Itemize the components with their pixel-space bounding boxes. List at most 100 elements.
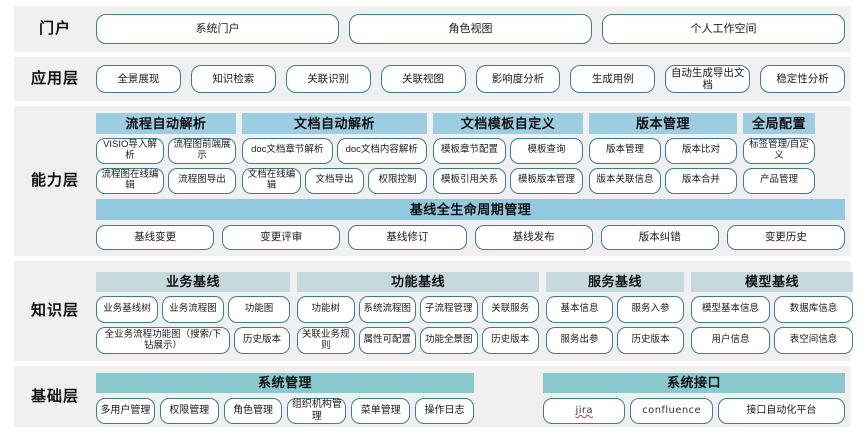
app-item-relation-recognition[interactable]: 关联识别 — [285, 65, 371, 93]
cap-item-version-management[interactable]: 版本管理 — [589, 137, 661, 164]
infra-item-operation-log[interactable]: 操作日志 — [415, 397, 474, 424]
baseline-item-release[interactable]: 基线发布 — [474, 224, 593, 250]
capability-group-doc-parsing: 文档自动解析 doc文档章节解析 doc文档内容解析 文档在线编辑 文档导出 权… — [242, 112, 427, 194]
cap-item-flowchart-export[interactable]: 流程图导出 — [168, 167, 236, 194]
cap-item-flowchart-online-edit[interactable]: 流程图在线编辑 — [96, 167, 164, 194]
layer-body-knowledge: 业务基线 业务基线树 业务流程图 功能图 全业务流程功能图（搜索/下钻展示） 历… — [96, 268, 859, 354]
portal-item-role-view[interactable]: 角色视图 — [349, 14, 592, 44]
know-item-service-output-params[interactable]: 服务出参 — [546, 327, 613, 354]
layer-label-portal: 门户 — [38, 20, 71, 37]
capability-groups: 流程自动解析 VISIO导入解析 流程图前端展示 流程图在线编辑 流程图导出 — [96, 112, 845, 194]
infra-item-permission-management[interactable]: 权限管理 — [159, 397, 219, 424]
know-item-system-flowchart[interactable]: 系统流程图 — [358, 296, 416, 323]
cap-item-version-relation-info[interactable]: 版本关联信息 — [589, 167, 661, 194]
layer-application: 应用层 全景展现 知识检索 关联识别 关联视图 影响度分析 生成用例 自动生成导… — [14, 57, 851, 101]
cap-item-visio-import-parse[interactable]: VISIO导入解析 — [96, 137, 164, 164]
cap-item-template-version-mgmt[interactable]: 模板版本管理 — [510, 167, 583, 194]
app-item-knowledge-search[interactable]: 知识检索 — [190, 65, 276, 93]
cap-item-doc-content-parse[interactable]: doc文档内容解析 — [336, 137, 427, 164]
know-item-subprocess-management[interactable]: 子流程管理 — [420, 296, 478, 323]
group-row: doc文档章节解析 doc文档内容解析 — [242, 137, 427, 164]
group-rows-version-mgmt: 版本管理 版本比对 版本关联信息 版本合并 — [589, 137, 737, 194]
group-row: 模型基本信息 数据库信息 — [691, 296, 853, 323]
knowledge-group-business-baseline: 业务基线 业务基线树 业务流程图 功能图 全业务流程功能图（搜索/下钻展示） 历… — [96, 272, 290, 354]
app-item-impact-analysis[interactable]: 影响度分析 — [475, 65, 561, 93]
cap-item-doc-chapter-parse[interactable]: doc文档章节解析 — [242, 137, 333, 164]
cap-item-permission-control[interactable]: 权限控制 — [368, 167, 427, 194]
know-item-history-version-function[interactable]: 历史版本 — [481, 327, 539, 354]
know-item-database-info[interactable]: 数据库信息 — [774, 296, 853, 323]
group-title-system-interface: 系统接口 — [543, 372, 845, 393]
group-row: 模板引用关系 模板版本管理 — [433, 167, 583, 194]
know-item-service-input-params[interactable]: 服务入参 — [617, 296, 684, 323]
portal-item-system-portal[interactable]: 系统门户 — [96, 14, 339, 44]
group-rows-doc-template: 模板章节配置 模板查询 模板引用关系 模板版本管理 — [433, 137, 583, 194]
know-item-model-basic-info[interactable]: 模型基本信息 — [691, 296, 770, 323]
cap-item-template-query[interactable]: 模板查询 — [510, 137, 583, 164]
know-item-tablespace-info[interactable]: 表空间信息 — [774, 327, 853, 354]
infra-item-api-automation-platform[interactable]: 接口自动化平台 — [717, 397, 845, 424]
group-title-version-mgmt: 版本管理 — [589, 112, 737, 134]
know-item-function-panorama[interactable]: 功能全景图 — [420, 327, 478, 354]
know-item-business-baseline-tree[interactable]: 业务基线树 — [96, 296, 158, 323]
infra-item-org-structure-management[interactable]: 组织机构管理 — [287, 397, 347, 424]
group-row: 版本关联信息 版本合并 — [589, 167, 737, 194]
know-item-history-version-business[interactable]: 历史版本 — [234, 327, 290, 354]
group-title-model-baseline: 模型基线 — [691, 272, 853, 292]
baseline-item-change-review[interactable]: 变更评审 — [222, 224, 341, 250]
app-item-generate-cases[interactable]: 生成用例 — [570, 65, 656, 93]
layer-body-infrastructure: 系统管理 多用户管理 权限管理 角色管理 组织机构管理 菜单管理 操作日志 系统… — [96, 370, 851, 424]
baseline-item-change-history[interactable]: 变更历史 — [726, 224, 846, 250]
group-row: 流程图在线编辑 流程图导出 — [96, 167, 236, 194]
system-management-items: 多用户管理 权限管理 角色管理 组织机构管理 菜单管理 操作日志 — [96, 397, 474, 424]
infra-item-role-management[interactable]: 角色管理 — [223, 397, 283, 424]
know-item-related-business-rules[interactable]: 关联业务规则 — [297, 327, 355, 354]
app-item-relation-view[interactable]: 关联视图 — [380, 65, 466, 93]
layer-label-infrastructure: 基础层 — [30, 387, 79, 405]
cap-item-tag-management[interactable]: 标签管理/自定义 — [743, 137, 815, 164]
know-item-user-info[interactable]: 用户信息 — [691, 327, 770, 354]
cap-item-doc-export[interactable]: 文档导出 — [305, 167, 364, 194]
group-row: 模板章节配置 模板查询 — [433, 137, 583, 164]
layer-label-knowledge: 知识层 — [30, 302, 79, 319]
know-item-related-service[interactable]: 关联服务 — [481, 296, 539, 323]
cap-item-version-merge[interactable]: 版本合并 — [665, 167, 737, 194]
group-title-service-baseline: 服务基线 — [546, 272, 684, 292]
know-item-service-basic-info[interactable]: 基本信息 — [546, 296, 613, 323]
cap-item-product-management[interactable]: 产品管理 — [743, 167, 815, 194]
cap-item-template-chapter-config[interactable]: 模板章节配置 — [433, 137, 506, 164]
baseline-item-version-correction[interactable]: 版本纠错 — [600, 224, 719, 250]
app-item-panorama[interactable]: 全景展现 — [96, 65, 181, 93]
infra-item-jira[interactable]: jira — [543, 397, 626, 424]
app-item-stability-analysis[interactable]: 稳定性分析 — [760, 65, 845, 93]
baseline-lifecycle-title: 基线全生命周期管理 — [96, 198, 845, 220]
baseline-lifecycle-section: 基线全生命周期管理 基线变更 变更评审 基线修订 基线发布 版本纠错 变更历史 — [96, 198, 846, 250]
group-row: VISIO导入解析 流程图前端展示 — [96, 137, 236, 164]
know-item-full-business-flow-function-diagram[interactable]: 全业务流程功能图（搜索/下钻展示） — [96, 327, 230, 354]
group-title-flow-parsing: 流程自动解析 — [96, 112, 236, 134]
know-item-function-tree[interactable]: 功能树 — [297, 296, 355, 323]
cap-item-flowchart-frontend-display[interactable]: 流程图前端展示 — [168, 137, 236, 164]
portal-item-personal-workspace[interactable]: 个人工作空间 — [602, 14, 845, 44]
infra-item-confluence[interactable]: confluence — [630, 397, 713, 424]
know-item-function-diagram[interactable]: 功能图 — [228, 296, 290, 323]
baseline-item-revision[interactable]: 基线修订 — [348, 224, 467, 250]
capability-group-flow-parsing: 流程自动解析 VISIO导入解析 流程图前端展示 流程图在线编辑 流程图导出 — [96, 112, 236, 194]
group-rows-service-baseline: 基本信息 服务入参 服务出参 历史版本 — [546, 296, 684, 354]
system-interface-items: jira confluence 接口自动化平台 — [543, 397, 845, 424]
app-item-auto-export-doc[interactable]: 自动生成导出文档 — [665, 65, 751, 93]
group-row: 关联业务规则 属性可配置 功能全景图 历史版本 — [297, 327, 539, 354]
baseline-item-change[interactable]: 基线变更 — [96, 224, 215, 250]
know-item-history-version-service[interactable]: 历史版本 — [617, 327, 684, 354]
cap-item-version-compare[interactable]: 版本比对 — [665, 137, 737, 164]
cap-item-doc-online-edit[interactable]: 文档在线编辑 — [242, 167, 301, 194]
capability-group-doc-template: 文档模板自定义 模板章节配置 模板查询 模板引用关系 模板版本管理 — [433, 112, 583, 194]
group-row: 全业务流程功能图（搜索/下钻展示） 历史版本 — [96, 327, 290, 354]
know-item-business-flowchart[interactable]: 业务流程图 — [162, 296, 224, 323]
group-rows-flow-parsing: VISIO导入解析 流程图前端展示 流程图在线编辑 流程图导出 — [96, 137, 236, 194]
cap-item-template-reference[interactable]: 模板引用关系 — [433, 167, 506, 194]
infra-item-multi-user-management[interactable]: 多用户管理 — [96, 397, 155, 424]
group-rows-model-baseline: 模型基本信息 数据库信息 用户信息 表空间信息 — [691, 296, 853, 354]
know-item-configurable-attributes[interactable]: 属性可配置 — [358, 327, 416, 354]
infra-item-menu-management[interactable]: 菜单管理 — [351, 397, 411, 424]
